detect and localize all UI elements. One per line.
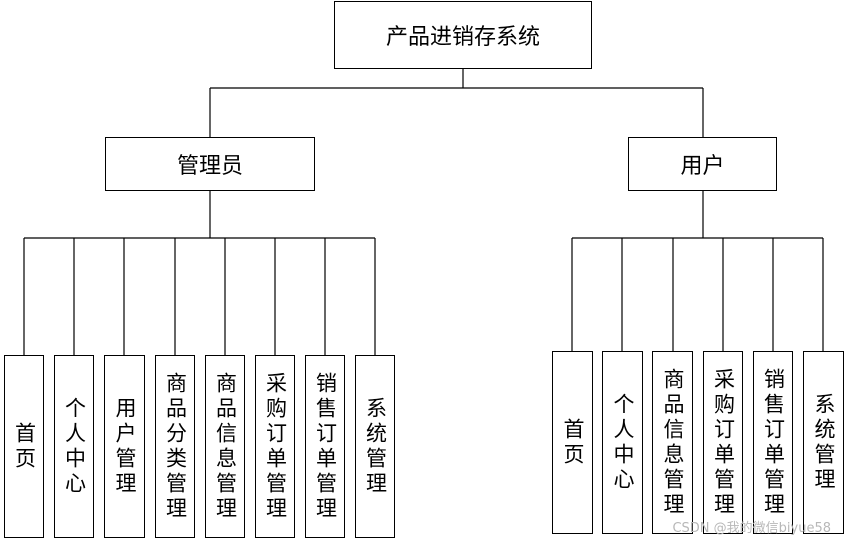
root-node-label: 产品进销存系统 [385, 25, 540, 50]
admin-module-product-management: 商品信息管理 [205, 355, 245, 538]
module-label: 个人中心 [62, 396, 87, 497]
module-label: 采购订单管理 [711, 367, 736, 518]
admin-module-purchase-order-management: 采购订单管理 [255, 355, 295, 538]
module-label: 商品分类管理 [163, 371, 188, 522]
admin-module-category-management: 商品分类管理 [155, 355, 195, 538]
module-label: 商品信息管理 [213, 371, 238, 522]
module-label: 个人中心 [611, 392, 635, 493]
module-label: 用户管理 [113, 396, 137, 497]
user-module-home: 首页 [552, 351, 593, 534]
admin-module-home: 首页 [4, 355, 44, 538]
user-module-system-management: 系统管理 [803, 351, 844, 534]
user-module-product-management: 商品信息管理 [652, 351, 693, 534]
module-label: 销售订单管理 [313, 371, 338, 522]
user-module-profile: 个人中心 [602, 351, 643, 534]
module-label: 采购订单管理 [263, 371, 288, 522]
module-label: 系统管理 [812, 392, 836, 493]
root-node: 产品进销存系统 [334, 1, 592, 69]
admin-module-profile: 个人中心 [54, 355, 94, 538]
module-label: 销售订单管理 [761, 367, 786, 518]
user-module-purchase-order-management: 采购订单管理 [703, 351, 743, 534]
user-node: 用户 [628, 137, 777, 191]
watermark: CSDN @我的微信biyue58 [672, 521, 831, 536]
module-label: 系统管理 [363, 396, 388, 497]
user-node-label: 用户 [680, 154, 725, 179]
user-module-sales-order-management: 销售订单管理 [753, 351, 793, 534]
admin-module-sales-order-management: 销售订单管理 [305, 355, 345, 538]
module-label: 首页 [561, 417, 585, 468]
admin-module-system-management: 系统管理 [355, 355, 395, 538]
admin-node: 管理员 [105, 137, 315, 191]
admin-module-user-management: 用户管理 [104, 355, 145, 538]
module-label: 商品信息管理 [661, 367, 685, 518]
admin-node-label: 管理员 [176, 154, 243, 179]
module-label: 首页 [12, 421, 37, 472]
